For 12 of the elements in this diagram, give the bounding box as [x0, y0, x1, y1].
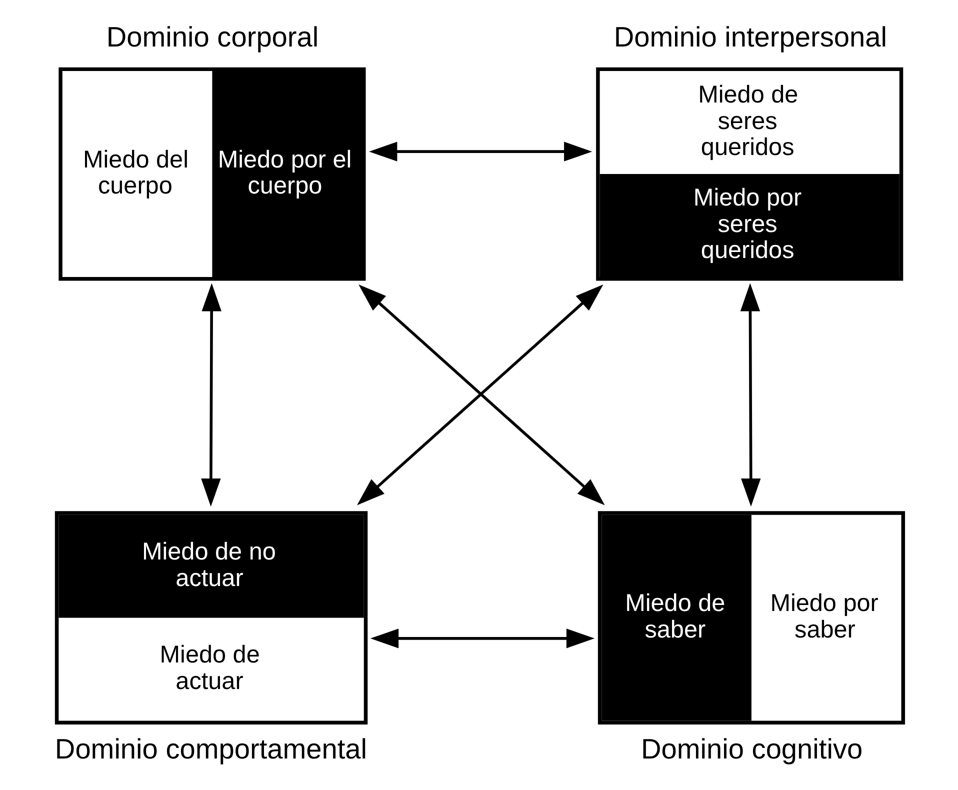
node-box: Miedo de saber Miedo por saber: [597, 511, 905, 725]
arrow: [370, 628, 594, 648]
node-box: Miedo de seres queridos Miedo por seres queridos: [596, 67, 903, 281]
node-label: Dominio comportamental: [54, 733, 367, 764]
node-label: Dominio cognitivo: [640, 733, 862, 764]
arrow: [368, 142, 592, 162]
arrow: [740, 283, 760, 507]
node-box: Miedo de no actuar Miedo de actuar: [54, 511, 368, 725]
node-box: Miedo del cuerpo Miedo por el cuerpo: [58, 67, 366, 281]
node-label: Dominio interpersonal: [613, 22, 886, 53]
arrow: [200, 283, 221, 507]
node-label: Dominio corporal: [106, 22, 318, 53]
